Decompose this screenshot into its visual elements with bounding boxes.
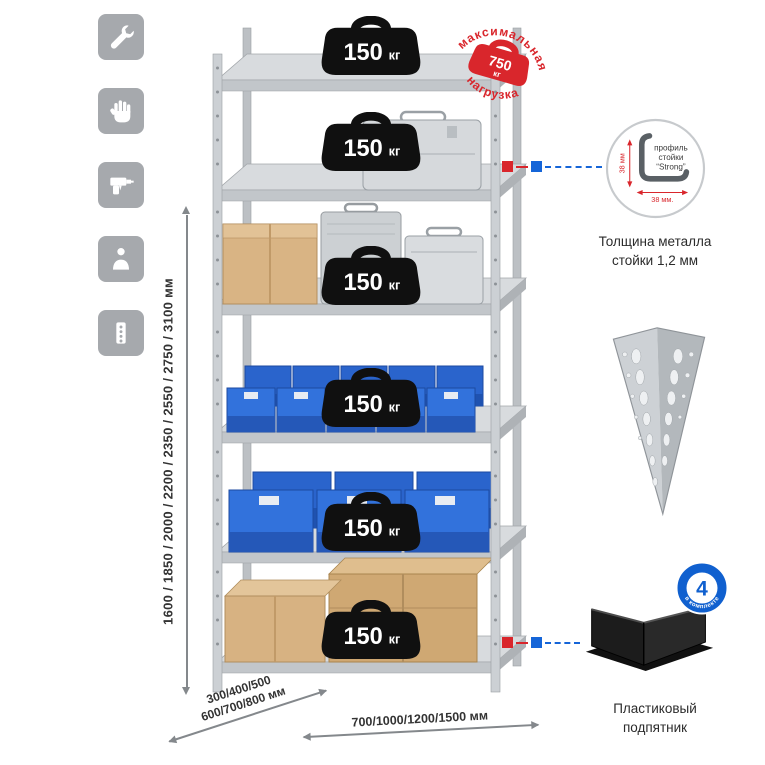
svg-text:кг: кг	[389, 399, 401, 414]
icon-tile-person	[98, 236, 144, 282]
foot-caption: Пластиковый подпятник	[565, 700, 745, 738]
profile-caption-line2: стойки 1,2 мм	[611, 252, 699, 268]
icon-tile-drill	[98, 162, 144, 208]
kettlebell-badge-icon: 150 кг	[321, 246, 421, 305]
svg-text:150: 150	[343, 135, 382, 161]
perforated-post-icon	[116, 322, 126, 344]
foot-caption-line1: Пластиковый	[613, 701, 697, 716]
foot-caption-line2: подпятник	[622, 719, 688, 735]
connector-dash-blue	[545, 642, 580, 644]
shelf-load-badge: 150 кг	[312, 112, 430, 174]
wrench-icon	[110, 25, 134, 49]
badge-unit: кг	[389, 47, 401, 62]
profile-caption-line1: Толщина металла	[598, 234, 712, 249]
badge-value: 150	[343, 39, 382, 65]
connector-marker-red	[502, 161, 513, 172]
width-dimension-label: 700/1000/1200/1500 мм	[351, 708, 489, 730]
plastic-foot-illustration	[585, 606, 714, 671]
icon-tile-gloves	[98, 88, 144, 134]
svg-text:150: 150	[343, 269, 382, 295]
connector-dash-red	[516, 642, 528, 644]
icon-tile-post	[98, 310, 144, 356]
connector-dash-blue	[545, 166, 602, 168]
max-load-stamp-icon: максимальная нагрузка 750 кг	[453, 13, 559, 109]
connector-marker-blue	[531, 161, 542, 172]
svg-text:150: 150	[343, 391, 382, 417]
dimension-arrow-right-icon	[530, 720, 539, 729]
profile-caption: Толщина металла стойки 1,2 мм	[565, 233, 745, 271]
icon-tile-wrench	[98, 14, 144, 60]
width-dimension: 700/1000/1200/1500 мм	[300, 706, 541, 741]
dimension-arrow-up-icon	[182, 206, 190, 214]
svg-text:кг: кг	[389, 277, 401, 292]
shelf-load-badge: 150 кг	[312, 246, 430, 308]
shelf-load-badge: 150 кг	[312, 492, 430, 554]
stamp-weight-unit: кг	[492, 69, 502, 80]
kettlebell-badge-icon: 150 кг	[321, 492, 421, 551]
connector-marker-blue	[531, 637, 542, 648]
svg-text:150: 150	[343, 623, 382, 649]
profile-label-line2: стойки	[658, 153, 683, 162]
connector-marker-red	[502, 637, 513, 648]
drill-icon	[110, 177, 134, 195]
stamp-weight-value: 750	[487, 52, 514, 74]
person-icon	[113, 248, 129, 270]
foot-count-badge: 4 в комплекте	[675, 561, 729, 615]
svg-text:кг: кг	[389, 523, 401, 538]
profile-dim-horizontal: 38 мм.	[651, 195, 673, 204]
kettlebell-badge-icon: 150 кг	[321, 16, 421, 75]
shelf-load-badge: 150 кг	[312, 600, 430, 662]
foot-badge-value: 4	[696, 578, 708, 601]
svg-text:кг: кг	[389, 631, 401, 646]
connector-dash-red	[516, 166, 528, 168]
angle-profile-shape	[638, 133, 690, 182]
gloves-icon	[110, 100, 131, 123]
kettlebell-badge-icon: 150 кг	[321, 112, 421, 171]
profile-label-line1: профиль	[654, 143, 688, 152]
max-load-stamp: максимальная нагрузка 750 кг	[424, 0, 575, 142]
kettlebell-badge-icon: 150 кг	[321, 600, 421, 659]
kettlebell-badge-icon: 150 кг	[321, 368, 421, 427]
perforated-post-illustration	[612, 327, 706, 517]
profile-callout-circle: 38 мм 38 мм. профиль стойки “Strong”	[605, 118, 706, 219]
shelf-load-badge: 150 кг	[312, 368, 430, 430]
height-dimension-label: 1600 / 1850 / 2000 / 2200 / 2350 / 2550 …	[160, 278, 176, 625]
svg-text:кг: кг	[389, 143, 401, 158]
dimension-arrow-down-icon	[182, 687, 190, 695]
shelf-load-badge: 150 кг	[312, 16, 430, 78]
height-dimension-line	[186, 215, 188, 687]
dimension-arrow-left-icon	[166, 735, 177, 746]
profile-label-line3: “Strong”	[656, 162, 686, 171]
profile-dim-vertical: 38 мм	[618, 153, 627, 173]
svg-text:150: 150	[343, 515, 382, 541]
dimension-arrow-left-icon	[301, 732, 311, 741]
